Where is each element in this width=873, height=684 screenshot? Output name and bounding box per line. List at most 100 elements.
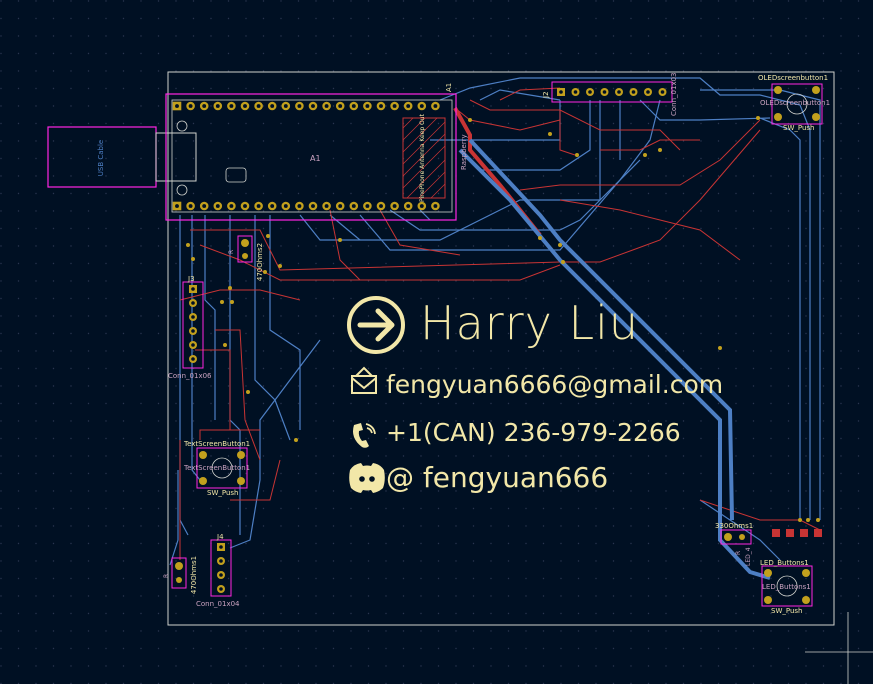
r3-courtyard[interactable] [720, 529, 752, 545]
via [558, 243, 562, 247]
via [223, 343, 227, 347]
antenna-hatch [402, 117, 446, 199]
j3-courtyard[interactable] [182, 281, 204, 369]
power-trace-back-2 [468, 138, 734, 521]
pad-hole [297, 104, 302, 108]
j4-ref: J4 [216, 533, 224, 541]
pad-hole [324, 104, 329, 108]
j2-courtyard[interactable] [551, 81, 673, 103]
led-btn-pad [764, 596, 772, 604]
text-btn-pad [199, 451, 207, 459]
pad-hole [215, 104, 220, 108]
board-outline [167, 71, 835, 626]
pad-hole [419, 104, 424, 108]
pad-hole [191, 315, 195, 319]
antenna-label: PinePhone Antenna Keep Out [419, 113, 426, 202]
via [266, 234, 270, 238]
pad-hole [191, 357, 195, 361]
pad-hole [324, 204, 329, 208]
discord-handle: @ fengyuan666 [386, 461, 609, 494]
via [228, 286, 232, 290]
via [756, 116, 760, 120]
a1-outline [171, 99, 453, 213]
j4-value: Conn_01x04 [196, 600, 240, 608]
pad-hole [392, 204, 397, 208]
via [294, 438, 298, 442]
pad-hole [559, 90, 563, 94]
oled-btn-cap [786, 93, 808, 115]
r2-courtyard[interactable] [237, 235, 253, 263]
pad-hole [297, 204, 302, 208]
pad-hole [660, 90, 665, 94]
pad-hole [646, 90, 650, 94]
pad-hole [338, 104, 343, 108]
oled-btn-courtyard[interactable] [771, 83, 823, 125]
origin-crosshair [805, 612, 873, 684]
front-copper-traces [179, 87, 821, 560]
usb-connector [155, 132, 197, 182]
pad-hole [191, 329, 195, 333]
led-btn-value: LED_Buttons1 [762, 583, 811, 591]
discord-icon [349, 463, 385, 493]
pad-hole [256, 104, 261, 108]
text-btn-pad [199, 477, 207, 485]
pad-hole [351, 204, 356, 208]
email-text: fengyuan6666@gmail.com [386, 370, 724, 399]
text-btn-ref: TextScreenButton1 [183, 440, 250, 448]
r3-pad [739, 534, 745, 540]
via [816, 518, 820, 522]
pad-hole [229, 104, 234, 108]
phone-text: +1(CAN) 236-979-2266 [386, 418, 681, 447]
pad-hole [283, 104, 288, 108]
via [246, 390, 250, 394]
r3-ref: R [735, 551, 742, 555]
led-btn-courtyard[interactable] [761, 565, 813, 607]
led-ref: LED_4 [745, 547, 752, 566]
pad-hole [175, 204, 179, 208]
via [468, 118, 472, 122]
pad-hole [283, 204, 288, 208]
text-btn-value: TextScreenButton1 [183, 464, 250, 472]
via [658, 148, 662, 152]
j4-courtyard[interactable] [210, 539, 232, 597]
r1-ref: R [163, 574, 170, 578]
pad-hole [588, 90, 592, 94]
pad-hole [379, 104, 383, 108]
pad-hole [219, 587, 223, 591]
pad-hole [188, 204, 193, 208]
text-btn-courtyard[interactable] [196, 447, 248, 489]
pad-hole [191, 343, 195, 347]
pad-hole [406, 204, 411, 208]
pad-hole [365, 104, 370, 108]
j2-ref: J2 [542, 91, 550, 99]
led-btn-pad [764, 569, 772, 577]
pad-hole [338, 204, 343, 208]
owner-name: Harry Liu [420, 296, 640, 350]
via [718, 346, 722, 350]
r2-pad [241, 239, 249, 247]
led-smd-pads [772, 529, 822, 537]
j4-pads [217, 543, 225, 593]
pad-hole [215, 204, 220, 208]
mail-icon [351, 366, 377, 394]
j3-value: Conn_01x06 [168, 372, 212, 380]
text-btn-cap [211, 457, 233, 479]
r1-courtyard[interactable] [171, 557, 187, 589]
oled-btn-pad [774, 86, 782, 94]
via [806, 518, 810, 522]
oled-btn-type: SW_Push [783, 124, 814, 132]
r2-value: 470Ohms2 [256, 243, 264, 281]
pad-hole [379, 204, 383, 208]
pad-hole [573, 90, 578, 94]
r3-value: 330Ohms1 [715, 522, 753, 530]
a1-courtyard[interactable] [165, 93, 457, 221]
mount-hole [176, 120, 188, 132]
pad-hole [270, 104, 275, 108]
pad-hole [406, 104, 411, 108]
r2-pad [242, 253, 248, 259]
raspberry-label: Raspberry [460, 134, 468, 170]
pad-hole [392, 104, 397, 108]
bootsel-button [225, 167, 247, 183]
via [220, 300, 224, 304]
